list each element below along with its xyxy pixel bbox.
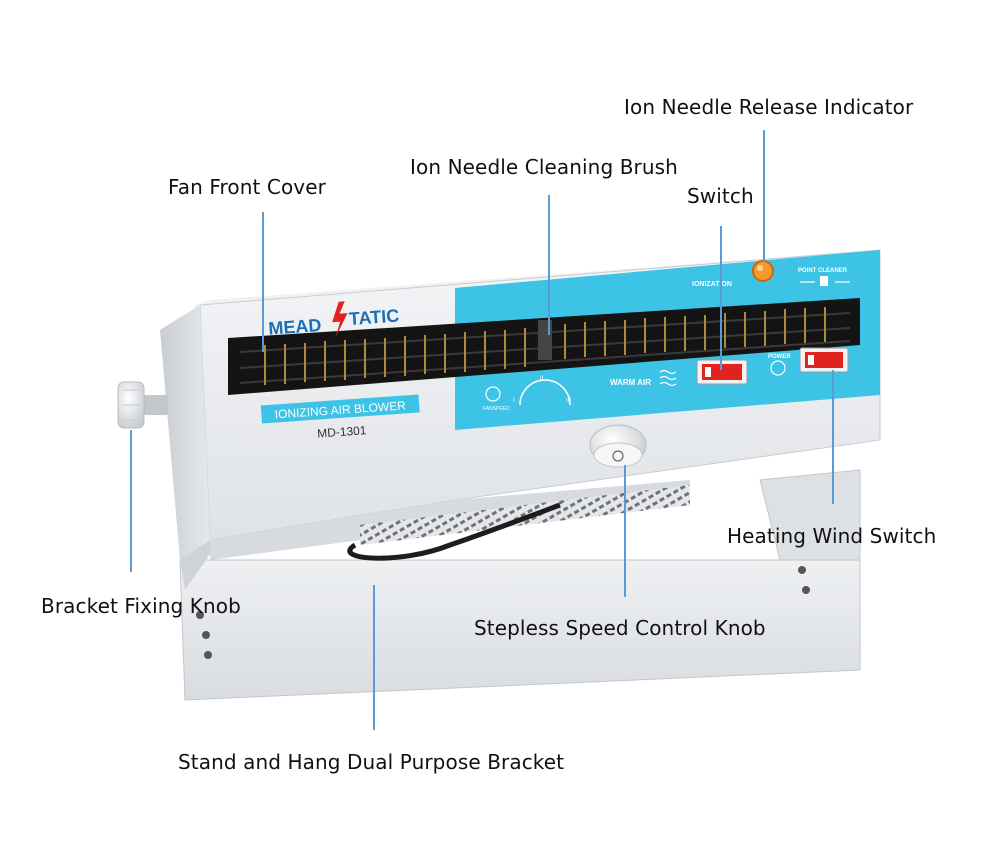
callout-ion-needle-release-indicator: Ion Needle Release Indicator: [624, 95, 914, 119]
stand-bracket: [179, 469, 861, 701]
leader-stepless-speed-control-knob: [624, 465, 626, 597]
heating-wind-switch[interactable]: [799, 347, 849, 373]
leader-fan-front-cover: [262, 212, 264, 352]
callout-switch: Switch: [687, 184, 754, 208]
fan-icon: [485, 386, 501, 402]
stepless-speed-control-knob[interactable]: [589, 424, 647, 468]
brand-left-text: MEAD: [268, 315, 322, 339]
leader-ion-needle-cleaning-brush: [548, 195, 550, 335]
callout-heating-wind-switch: Heating Wind Switch: [727, 524, 937, 548]
brand-logo: MEAD TATIC: [268, 301, 400, 339]
point-cleaner-label: POINT CLEANER: [798, 268, 848, 274]
power-icon: [770, 360, 786, 376]
bracket-fixing-knob[interactable]: [117, 381, 168, 429]
callout-ion-needle-cleaning-brush: Ion Needle Cleaning Brush: [410, 155, 678, 179]
warm-air-label: WARM AIR: [610, 378, 651, 387]
power-label: POWER: [768, 354, 791, 360]
callout-fan-front-cover: Fan Front Cover: [168, 175, 326, 199]
fan-front-grill: [228, 298, 860, 395]
speed-mark-3: III: [566, 398, 571, 404]
bolt-icon: [332, 301, 348, 339]
model-number: MD-1301: [317, 423, 368, 440]
point-cleaner-icon: [820, 276, 828, 286]
leader-stand-bracket: [373, 585, 375, 730]
callout-bracket-fixing-knob: Bracket Fixing Knob: [41, 594, 241, 618]
leader-ion-needle-release-indicator: [763, 130, 765, 262]
speed-mark-2: II: [540, 376, 544, 382]
callout-stepless-speed-control-knob: Stepless Speed Control Knob: [474, 616, 766, 640]
callout-stand-bracket: Stand and Hang Dual Purpose Bracket: [178, 750, 565, 774]
ionization-switch[interactable]: [696, 359, 748, 385]
fan-speed-label: FANSPEED: [483, 406, 510, 412]
speed-mark-1: I: [513, 398, 515, 404]
ion-needle-release-indicator: [752, 260, 774, 282]
ionization-label: IONIZATION: [692, 281, 732, 288]
leader-bracket-fixing-knob: [130, 430, 132, 572]
warm-air-icon: [659, 369, 677, 387]
leader-heating-wind-switch: [832, 370, 834, 504]
brand-right-text: TATIC: [348, 306, 400, 329]
leader-switch: [720, 226, 722, 370]
speed-arc: [519, 379, 571, 406]
